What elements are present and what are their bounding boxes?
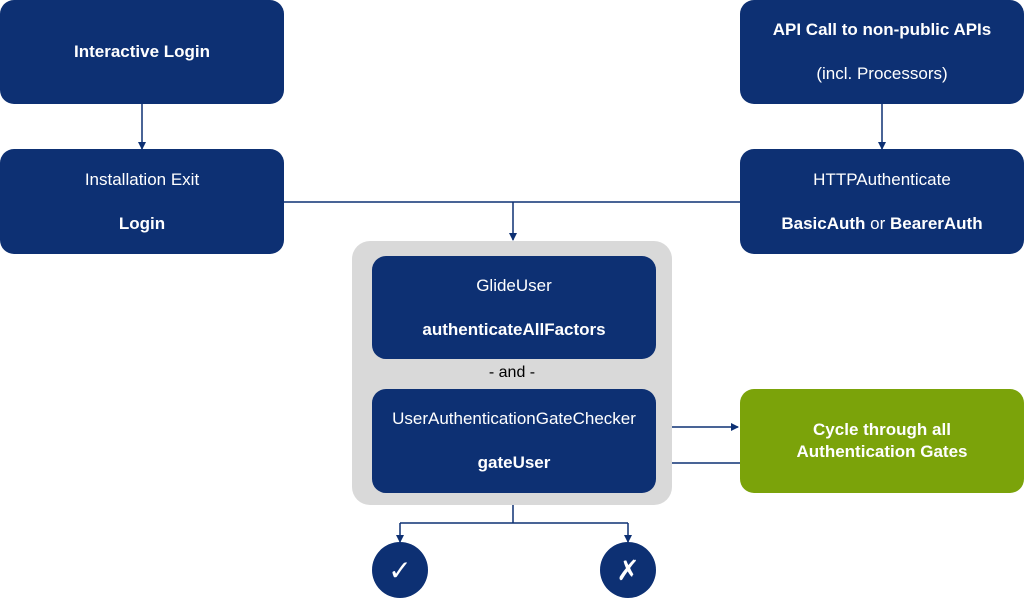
gate-checker-method: gateUser	[477, 453, 551, 472]
gate-checker-box: UserAuthenticationGateChecker gateUser	[372, 389, 656, 493]
http-authenticate-box: HTTPAuthenticate BasicAuth or BearerAuth	[740, 149, 1024, 254]
glide-user-box: GlideUser authenticateAllFactors	[372, 256, 656, 359]
api-call-box: API Call to non-public APIs (incl. Proce…	[740, 0, 1024, 104]
glide-user-method: authenticateAllFactors	[422, 319, 606, 339]
interactive-login-box: Interactive Login	[0, 0, 284, 104]
bearer-auth-label: BearerAuth	[890, 213, 983, 233]
cycle-gates-line2: Authentication Gates	[796, 442, 968, 461]
http-authenticate-methods: BasicAuth or BearerAuth	[781, 213, 982, 235]
basic-auth-label: BasicAuth	[781, 213, 866, 233]
installation-exit-title: Installation Exit	[84, 169, 200, 189]
installation-exit-box: Installation Exit Login	[0, 149, 284, 254]
failure-cross-icon: ✗	[600, 542, 656, 598]
success-check-icon: ✓	[372, 542, 428, 598]
interactive-login-title: Interactive Login	[73, 42, 211, 61]
or-label: or	[865, 213, 891, 233]
cycle-gates-line1: Cycle through all	[813, 420, 951, 439]
api-call-subtitle: (incl. Processors)	[816, 64, 948, 83]
api-call-title: API Call to non-public APIs	[772, 20, 992, 39]
gate-checker-title: UserAuthenticationGateChecker	[392, 409, 636, 428]
http-authenticate-title: HTTPAuthenticate	[813, 169, 951, 189]
and-separator: - and -	[488, 364, 536, 381]
glide-user-title: GlideUser	[476, 275, 552, 295]
cycle-gates-box: Cycle through all Authentication Gates	[740, 389, 1024, 493]
installation-exit-method: Login	[118, 213, 166, 233]
